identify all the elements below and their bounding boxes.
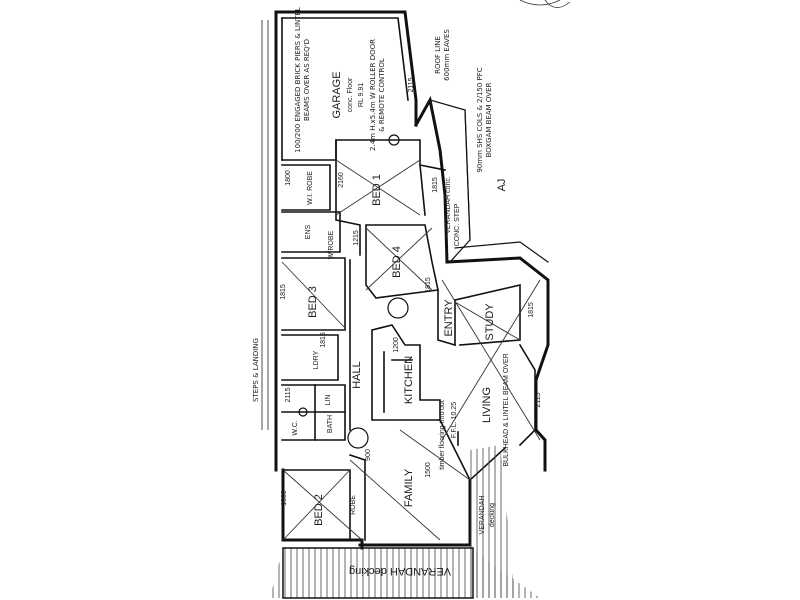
dim-2: 1815 bbox=[432, 177, 439, 193]
dim-11: 1200 bbox=[393, 337, 400, 353]
verandah-decking-hatch bbox=[270, 445, 540, 599]
label-bed4: BED 4 bbox=[391, 246, 403, 278]
label-bed3: BED 3 bbox=[307, 286, 319, 318]
label-wrobe-bed2: ROBE bbox=[350, 495, 357, 515]
label-ldry: LDRY bbox=[313, 350, 320, 369]
dim-7: 2115 bbox=[535, 392, 542, 407]
dim-14: 1815 bbox=[320, 332, 327, 348]
label-conc-step: CONC. STEP bbox=[454, 203, 461, 246]
note-garage-door-2: & REMOTE CONTROL bbox=[378, 58, 386, 132]
label-verandah-conc: VERANDAH conc. bbox=[445, 176, 452, 234]
dim-10: 1800 bbox=[281, 490, 288, 506]
room-crosses bbox=[281, 159, 541, 541]
label-study: STUDY bbox=[484, 303, 496, 341]
note-ffl: F.F.L. 10.25 bbox=[451, 402, 458, 438]
verandah-conc-outline bbox=[429, 99, 549, 263]
label-wc: W.C. bbox=[292, 420, 299, 435]
inner-walls bbox=[281, 17, 536, 541]
dim-4: 1800 bbox=[285, 170, 292, 186]
dim-6: 1815 bbox=[528, 302, 535, 318]
label-decking-side: decking bbox=[489, 503, 496, 527]
stairs bbox=[261, 20, 269, 430]
dim-5: 1815 bbox=[280, 284, 287, 300]
dim-8: 1215 bbox=[353, 230, 360, 246]
label-lin: LIN bbox=[325, 395, 332, 406]
label-garage: GARAGE bbox=[331, 71, 343, 118]
label-garage-rl: RL 9.91 bbox=[358, 83, 365, 107]
room-labels: GARAGE conc. Floor RL 9.91 2.4m H.x5.4m … bbox=[252, 7, 510, 577]
label-bath: BATH bbox=[327, 415, 334, 433]
label-entry: ENTRY bbox=[443, 299, 455, 337]
label-hall: HALL bbox=[351, 361, 363, 389]
dim-13: 900 bbox=[365, 449, 372, 461]
dim-9: 1815 bbox=[425, 277, 432, 293]
label-living: LIVING bbox=[481, 387, 493, 423]
label-verandah-bottom: VERANDAH decking bbox=[349, 565, 451, 577]
fixture-symbols bbox=[298, 134, 409, 449]
note-roof-line: ROOF LINE bbox=[434, 36, 442, 74]
note-stairs: STEPS & LANDING bbox=[252, 338, 260, 402]
dim-12: 1500 bbox=[425, 462, 432, 478]
note-brick-piers: 100/200 ENGAGED BRICK PIERS & LINTEL bbox=[294, 7, 302, 153]
note-roof-detail: 600mm EAVES bbox=[443, 29, 451, 81]
label-bed2: BED 2 bbox=[313, 494, 325, 526]
dim-15: 2115 bbox=[285, 387, 292, 402]
note-aj: AJ bbox=[496, 179, 508, 192]
label-verandah-side: VERANDAH bbox=[479, 496, 486, 535]
label-kitchen: KITCHEN bbox=[403, 356, 415, 404]
note-shs-2: BOXGAM BEAM OVER bbox=[485, 82, 493, 157]
label-garage-floor: conc. Floor bbox=[347, 77, 354, 112]
label-wrobe-bed3: W/ROBE bbox=[328, 230, 335, 259]
label-wir: W.I. ROBE bbox=[307, 171, 314, 205]
corner-fragment bbox=[519, 0, 571, 8]
dimension-tags: 2115 1815 2160 1800 1815 1815 2115 1215 … bbox=[280, 77, 542, 505]
note-garage-door: 2.4m H.x5.4m W ROLLER DOOR bbox=[369, 39, 377, 151]
label-bed1: BED 1 bbox=[371, 174, 383, 206]
note-flooring: timber flooring thru'out bbox=[439, 400, 446, 469]
note-brick-piers-2: BEAMS OVER AS REQ'D bbox=[303, 39, 311, 121]
note-bulkhead: BULKHEAD & LINTEL BEAM OVER bbox=[503, 353, 510, 466]
label-family: FAMILY bbox=[403, 468, 415, 507]
dim-3: 2160 bbox=[338, 172, 345, 188]
dim-1: 2115 bbox=[408, 77, 415, 92]
note-shs: 90mm SHS COLS & 2/150 PFC bbox=[476, 67, 484, 172]
label-ens: ENS bbox=[305, 224, 312, 239]
